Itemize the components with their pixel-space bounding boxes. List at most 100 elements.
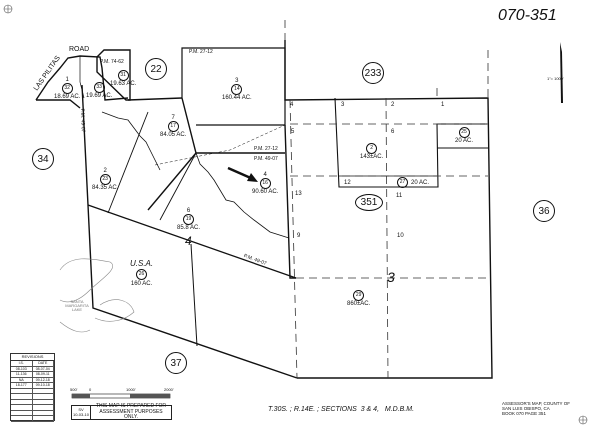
parcel-26[interactable]: U.S.A. 26 160 AC.: [130, 259, 154, 288]
section-3-label: 3: [387, 269, 395, 285]
drafter-date: 10-03-10: [72, 411, 89, 417]
adjacent-page-36: 36: [533, 200, 555, 222]
lot-2: 2: [391, 102, 395, 108]
assessor-note-line: SAN LUIS OBISPO, CA: [502, 405, 550, 411]
section-3-boundary: [284, 40, 493, 379]
parcel-owner: U.S.A.: [130, 259, 154, 268]
scale-label: 500': [70, 387, 78, 392]
parcel-16[interactable]: 4 16 90.60 AC.: [252, 172, 278, 195]
adjacent-page-233: 233: [362, 62, 384, 84]
creek-line: [101, 111, 290, 239]
lot-1: 1: [441, 102, 445, 108]
revision-row-empty: [11, 410, 54, 416]
parcel-number: 29: [353, 290, 365, 301]
parcel-boundary: [107, 111, 149, 214]
section-line-diagonal: [87, 204, 297, 279]
north-arrow: [560, 42, 563, 103]
lake-label: SANTA MARGARITA LAKE: [65, 299, 89, 312]
parcel-acres: 84.05 AC.: [160, 132, 187, 138]
adjacent-page-37: 37: [165, 352, 187, 374]
revisions-title: REVISIONS: [11, 354, 54, 361]
quarter-section-lines: [284, 20, 489, 379]
parcel-acres: 20 AC.: [411, 179, 430, 186]
parcel-acres: 160.44 AC.: [222, 95, 252, 101]
parcel-number: 2: [366, 143, 378, 154]
scale-label: 2000': [164, 387, 174, 392]
registration-marks: [3, 4, 588, 425]
revision-row-empty: [11, 405, 54, 411]
drafter-block: SV 10-03-10: [72, 406, 91, 419]
parcel-25[interactable]: 25 20 AC.: [455, 127, 473, 144]
map-number: 070-351: [498, 7, 557, 24]
revision-is: NA: [11, 377, 33, 382]
parcel-boundary: [159, 152, 197, 221]
revision-date: 08-09-11: [33, 372, 54, 377]
drafter-initials: SV: [78, 407, 84, 413]
revisions-header: DATE: [33, 361, 54, 366]
parcel-number: 25: [458, 127, 470, 138]
legal-description: T.30S. ; R.14E. ; SECTIONS 3 & 4, M.D.B.…: [268, 406, 415, 413]
parcel-number: 23: [99, 174, 111, 185]
parcel-number: 27: [397, 177, 408, 188]
lot-9: 9: [297, 233, 301, 239]
parcel-17[interactable]: 7 17 84.05 AC.: [160, 115, 186, 138]
parcel-acres: 20 AC.: [455, 138, 474, 144]
parcel-23[interactable]: 2 23 84.35 AC.: [92, 168, 118, 191]
parcel-acres: 18.69 AC.: [54, 94, 81, 100]
revision-is: 11-136: [11, 372, 33, 377]
parcel-boundary: [36, 99, 81, 109]
easement-line: [154, 124, 286, 166]
parcel-acres: 160 AC.: [130, 281, 153, 287]
parcel-33[interactable]: 33 19.69 AC.: [86, 82, 112, 99]
lot-12: 12: [344, 180, 351, 186]
lot-5: 5: [291, 129, 295, 135]
parcel-2[interactable]: 2 143±AC.: [360, 143, 383, 160]
section-4-boundary: [81, 84, 298, 379]
lake-outline: [59, 258, 135, 333]
assessor-note-line: BOOK 070 PAGE 351: [502, 410, 546, 416]
revision-is: 08-103: [11, 366, 33, 371]
parcel-number: 17: [167, 121, 179, 132]
parcel-number: 31: [117, 70, 129, 81]
revision-is: 18-177: [11, 383, 33, 388]
parcel-number: 26: [136, 269, 148, 280]
lot-6: 6: [391, 129, 395, 135]
parcel-number: 16: [259, 178, 271, 189]
parcel-acres: 84.35 AC.: [92, 185, 119, 191]
parcel-number: 33: [93, 82, 105, 93]
parcel-31[interactable]: 31 19.63 AC.: [110, 70, 136, 87]
revision-row-empty: [11, 399, 54, 405]
parcel-acres: 85.8 AC.: [177, 225, 201, 231]
lot-13: 13: [295, 191, 302, 197]
adjacent-page-22: 22: [145, 58, 167, 80]
parcel-acres: 19.63 AC.: [110, 81, 137, 87]
pm-ref-27-12: P.M. 27-12: [254, 146, 278, 152]
pm-ref-49-07: P.M. 49-07: [254, 156, 278, 162]
revisions-header: I.S.: [11, 361, 33, 366]
adjacent-page-34: 34: [32, 148, 54, 170]
parcel-14[interactable]: 3 14 160.44 AC.: [222, 78, 252, 101]
lot-11: 11: [396, 193, 403, 199]
lot-number: 3: [235, 78, 239, 84]
subject-parcel-arrow: [227, 166, 258, 182]
parcel-19[interactable]: 6 19 85.8 AC.: [177, 208, 200, 231]
pm-ref-top: P.M. 27-12: [189, 49, 213, 55]
lot-number: 2: [103, 168, 107, 174]
assessor-note: ASSESSOR'S MAP, COUNTY OF SAN LUIS OBISP…: [502, 401, 570, 417]
parcel-29[interactable]: 29 860±AC.: [347, 290, 370, 307]
parcel-32[interactable]: 1 32 18.69 AC.: [54, 77, 80, 100]
assessor-note-line: ASSESSOR'S MAP, COUNTY OF: [502, 401, 570, 406]
parcel-number: 14: [231, 84, 243, 95]
parcel-acres: 860±AC.: [347, 301, 371, 307]
revision-date: 08-07-04: [33, 366, 54, 371]
page-oval-351: 351: [355, 194, 383, 211]
scale-label: 0: [89, 387, 92, 392]
parcel-27[interactable]: 27 20 AC.: [397, 177, 429, 188]
parcel-boundary: [147, 152, 197, 211]
